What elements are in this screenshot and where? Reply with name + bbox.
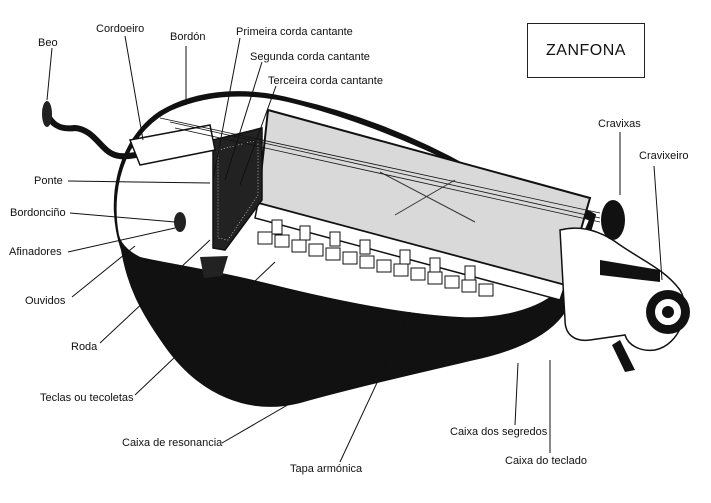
label-cravixas: Cravixas	[598, 118, 641, 130]
label-tapa-harmonica: Tapa armónica	[290, 463, 363, 475]
label-cravixeiro: Cravixeiro	[639, 150, 689, 162]
diagram-title: ZANFONA	[546, 41, 626, 59]
label-teclas: Teclas ou tecoletas	[40, 392, 134, 404]
label-cordoeiro: Cordoeiro	[96, 23, 145, 35]
label-bordoncino: Bordonciño	[10, 207, 66, 219]
label-afinadores: Afinadores	[9, 246, 62, 258]
label-caixa-teclado: Caixa do teclado	[505, 455, 587, 467]
label-ouvidos: Ouvidos	[25, 295, 66, 307]
label-caixa-segredos: Caixa dos segredos	[450, 426, 548, 438]
label-caixa-resonancia: Caixa de resonancia	[122, 437, 223, 449]
label-bordon: Bordón	[170, 31, 206, 43]
label-roda: Roda	[71, 341, 98, 353]
diagram-title-box: ZANFONA	[527, 23, 645, 78]
keys	[257, 219, 494, 297]
label-primeira-corda: Primeira corda cantante	[236, 26, 353, 38]
label-beo: Beo	[38, 37, 58, 49]
label-segunda-corda: Segunda corda cantante	[250, 51, 370, 63]
leader-lines	[46, 35, 663, 463]
label-ponte: Ponte	[34, 175, 63, 187]
label-terceira-corda: Terceira corda cantante	[268, 75, 383, 87]
